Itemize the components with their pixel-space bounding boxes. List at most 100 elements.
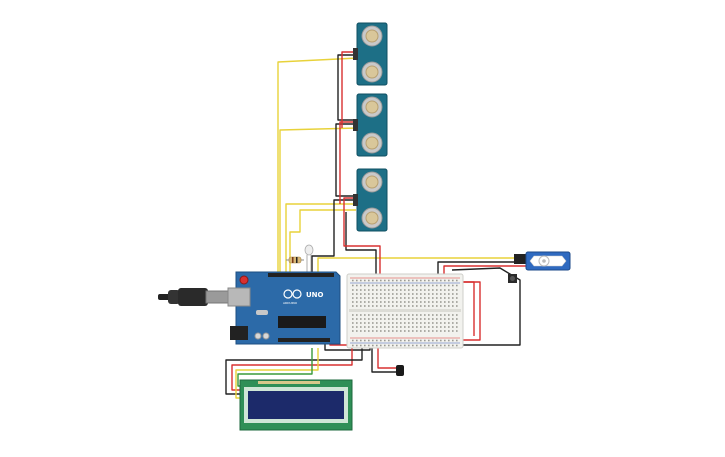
breadboard-hole xyxy=(404,322,406,324)
breadboard-hole xyxy=(376,301,378,303)
breadboard-hole xyxy=(444,293,446,295)
breadboard-hole xyxy=(424,322,426,324)
breadboard-hole xyxy=(352,344,354,347)
breadboard-hole xyxy=(452,339,454,342)
breadboard-hole xyxy=(412,330,414,332)
breadboard-hole xyxy=(416,318,418,320)
wire-yellow-sensor2-a[interactable] xyxy=(279,127,359,272)
wire-yellow-lcd[interactable] xyxy=(235,348,319,399)
piezo-buzzer[interactable] xyxy=(396,365,404,376)
breadboard-hole xyxy=(364,297,366,299)
breadboard-hole xyxy=(388,305,390,307)
breadboard-hole xyxy=(372,330,374,332)
wire-black-servo[interactable] xyxy=(437,261,526,275)
breadboard-hole xyxy=(368,297,370,299)
breadboard-hole xyxy=(412,314,414,316)
breadboard-hole xyxy=(392,289,394,291)
breadboard-hole xyxy=(420,305,422,307)
breadboard-hole xyxy=(384,279,386,282)
wire-yellow-sensor3-b[interactable] xyxy=(289,209,356,272)
breadboard-hole xyxy=(456,339,458,342)
breadboard-hole xyxy=(372,326,374,328)
breadboard-hole xyxy=(364,330,366,332)
wire-black-right-loop[interactable] xyxy=(451,267,521,346)
breadboard-hole xyxy=(396,318,398,320)
breadboard-hole xyxy=(452,293,454,295)
breadboard-hole xyxy=(360,314,362,316)
wire-black-bottom[interactable] xyxy=(225,348,363,395)
wire-red-servo[interactable] xyxy=(443,265,526,275)
breadboard[interactable] xyxy=(346,273,464,349)
breadboard-hole xyxy=(364,344,366,347)
breadboard-hole xyxy=(372,305,374,307)
breadboard-hole xyxy=(372,289,374,291)
wire-yellow-servo[interactable] xyxy=(317,257,526,272)
breadboard-hole xyxy=(428,314,430,316)
breadboard-hole xyxy=(360,293,362,295)
wire-black-sensor3-b[interactable] xyxy=(345,212,377,275)
ultrasonic-sensor-3[interactable] xyxy=(353,168,388,232)
breadboard-hole xyxy=(400,314,402,316)
wire-red-buzzer[interactable] xyxy=(377,348,398,369)
breadboard-hole xyxy=(360,284,362,287)
breadboard-hole xyxy=(448,318,450,320)
breadboard-hole xyxy=(372,344,374,347)
wire-red-sensor2[interactable] xyxy=(339,121,358,204)
breadboard-hole xyxy=(352,297,354,299)
breadboard-hole xyxy=(352,326,354,328)
breadboard-hole xyxy=(436,326,438,328)
breadboard-hole xyxy=(360,297,362,299)
breadboard-hole xyxy=(360,326,362,328)
ultrasonic-sensor-1[interactable] xyxy=(353,22,388,86)
breadboard-hole xyxy=(412,326,414,328)
breadboard-hole xyxy=(356,314,358,316)
breadboard-hole xyxy=(408,301,410,303)
usb-cable[interactable] xyxy=(158,288,235,306)
wire-black-sensor3[interactable] xyxy=(311,199,356,272)
breadboard-hole xyxy=(384,301,386,303)
breadboard-hole xyxy=(364,289,366,291)
push-button[interactable] xyxy=(508,274,517,283)
breadboard-hole xyxy=(388,314,390,316)
breadboard-hole xyxy=(356,297,358,299)
breadboard-hole xyxy=(408,339,410,342)
breadboard-hole xyxy=(396,289,398,291)
breadboard-hole xyxy=(392,297,394,299)
breadboard-hole xyxy=(384,314,386,316)
breadboard-hole xyxy=(444,314,446,316)
wire-black-sensor2[interactable] xyxy=(335,123,356,197)
breadboard-hole xyxy=(432,301,434,303)
breadboard-hole xyxy=(360,330,362,332)
servo-motor[interactable] xyxy=(514,251,571,271)
breadboard-hole xyxy=(416,339,418,342)
wire-yellow-sensor1-a[interactable] xyxy=(277,57,359,272)
breadboard-hole xyxy=(392,330,394,332)
breadboard-hole xyxy=(388,279,390,282)
reset-button[interactable] xyxy=(239,275,249,285)
lcd-display[interactable] xyxy=(239,379,353,431)
breadboard-hole xyxy=(380,326,382,328)
breadboard-hole xyxy=(400,279,402,282)
breadboard-hole xyxy=(408,293,410,295)
wire-red-sensor3[interactable] xyxy=(343,197,381,275)
breadboard-hole xyxy=(448,314,450,316)
resistor[interactable] xyxy=(286,256,304,264)
breadboard-hole xyxy=(420,293,422,295)
wire-black-sensor1[interactable] xyxy=(337,54,356,121)
breadboard-hole xyxy=(440,326,442,328)
wire-red-sensor1[interactable] xyxy=(341,51,358,128)
breadboard-hole xyxy=(432,318,434,320)
breadboard-hole xyxy=(448,344,450,347)
lcd-screen xyxy=(248,391,344,419)
breadboard-hole xyxy=(356,326,358,328)
wire-green-lcd[interactable] xyxy=(237,348,313,387)
led[interactable] xyxy=(304,244,314,272)
breadboard-hole xyxy=(360,318,362,320)
ultrasonic-sensor-2[interactable] xyxy=(353,93,388,157)
wire-black-buzzer[interactable] xyxy=(371,348,398,373)
breadboard-hole xyxy=(428,293,430,295)
arduino-uno[interactable]: UNO ARDUINO xyxy=(227,271,341,345)
breadboard-hole xyxy=(352,314,354,316)
breadboard-hole xyxy=(456,293,458,295)
